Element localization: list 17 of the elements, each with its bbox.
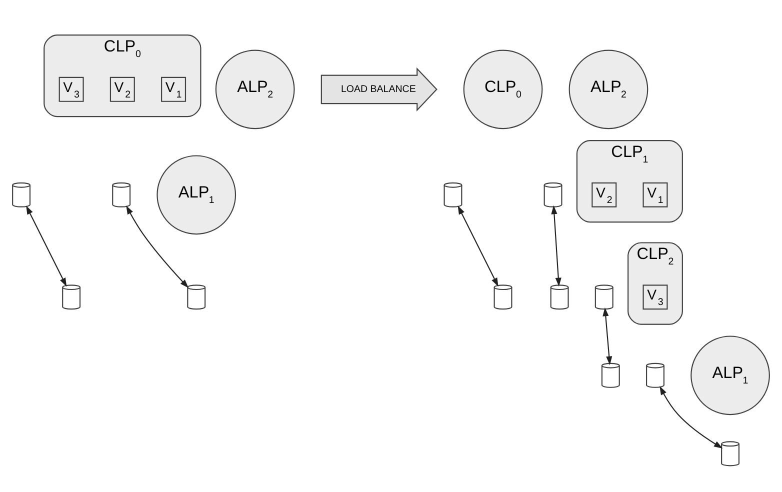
node-box: V$_{3}$ — [58, 76, 84, 102]
node-circle: CLP$_{0}$ — [463, 50, 543, 130]
node-box: V$_{1}$ — [642, 182, 668, 208]
node-box: V$_{2}$ — [592, 182, 617, 208]
node-circle: ALP$_{2}$ — [568, 50, 648, 130]
arrow — [551, 205, 562, 287]
arrow — [660, 386, 723, 448]
node-circle: ALP$_{1}$ — [156, 155, 236, 235]
arrow — [26, 206, 67, 287]
node-box: V$_{3}$ — [642, 284, 668, 310]
arrow — [602, 307, 612, 366]
node-circle: ALP$_{1}$ — [690, 336, 770, 416]
arrow — [126, 206, 189, 288]
arrow — [458, 206, 498, 287]
node-box: V$_{2}$ — [110, 76, 135, 102]
node-circle: ALP$_{2}$ — [215, 50, 295, 130]
node-box: V$_{1}$ — [161, 76, 186, 102]
